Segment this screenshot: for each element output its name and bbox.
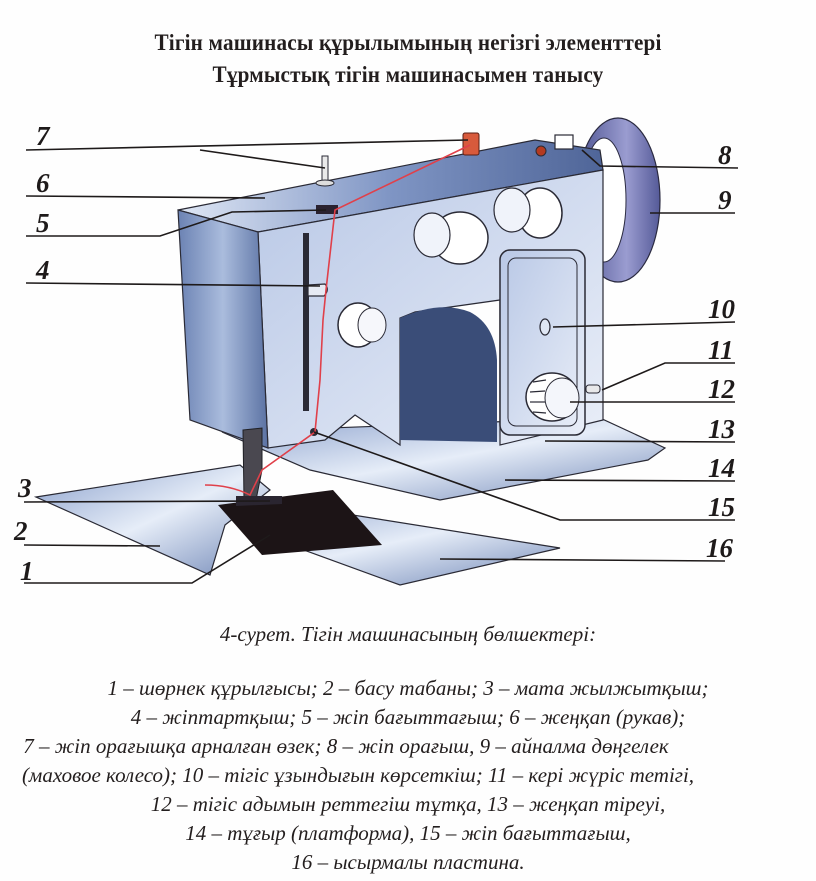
head-side: [177, 209, 269, 449]
callout-7: 7: [36, 121, 51, 151]
legend-line-7: 16 – ысырмалы пластина.: [291, 850, 525, 874]
callout-2: 2: [13, 516, 28, 546]
callout-3: 3: [17, 473, 32, 503]
callout-11: 11: [708, 335, 734, 365]
leader-lines: [23, 139, 739, 584]
thread-guide-top: [316, 205, 338, 214]
take-up-slot: [303, 233, 309, 411]
callout-4: 4: [35, 255, 50, 285]
reverse-lever: [585, 384, 601, 394]
legend-line-5: 12 – тігіс адымын реттегіш тұтқа, 13 – ж…: [150, 792, 666, 816]
bobbin-winder: [554, 134, 574, 150]
sewing-machine-diagram: 7 6 5 4 8 9 10 11 12 13 14 15 16 3 2 1: [13, 117, 739, 586]
callout-13: 13: [708, 414, 735, 444]
legend-line-4: (маховое колесо); 10 – тігіс ұзындығын к…: [21, 763, 695, 787]
stitch-length-indicator: [539, 318, 551, 336]
title-line-1: Тігін машинасы құрылымының негізгі элеме…: [154, 30, 662, 55]
callout-6: 6: [36, 168, 50, 198]
thread-spool: [462, 132, 480, 156]
callout-10: 10: [708, 294, 736, 324]
legend-line-3: 7 – жіп орағышқа арналған өзек; 8 – жіп …: [23, 734, 669, 758]
callout-9: 9: [718, 185, 732, 215]
legend-line-6: 14 – тұғыр (платформа), 15 – жіп бағытта…: [185, 821, 631, 845]
spool-pin: [321, 155, 329, 183]
callout-1: 1: [20, 556, 34, 586]
callout-5: 5: [36, 208, 50, 238]
needle-plate-dark: [218, 490, 382, 555]
arm-opening: [400, 307, 497, 442]
callout-15: 15: [708, 492, 735, 522]
callout-8: 8: [718, 140, 732, 170]
needle-bar: [242, 427, 263, 501]
callout-14: 14: [708, 453, 735, 483]
legend-line-2: 4 – жіптартқыш; 5 – жіп бағыттағыш; 6 – …: [130, 705, 686, 729]
legend-line-1: 1 – шөрнек құрылғысы; 2 – басу табаны; 3…: [107, 676, 709, 700]
callout-12: 12: [708, 374, 735, 404]
take-up-lever: [307, 283, 328, 297]
title-line-2: Тұрмыстық тігін машинасымен танысу: [212, 62, 604, 87]
thread-path: [204, 144, 471, 497]
figure-caption: 4-сурет. Тігін машинасының бөлшектері:: [219, 622, 597, 646]
callout-16: 16: [706, 533, 734, 563]
